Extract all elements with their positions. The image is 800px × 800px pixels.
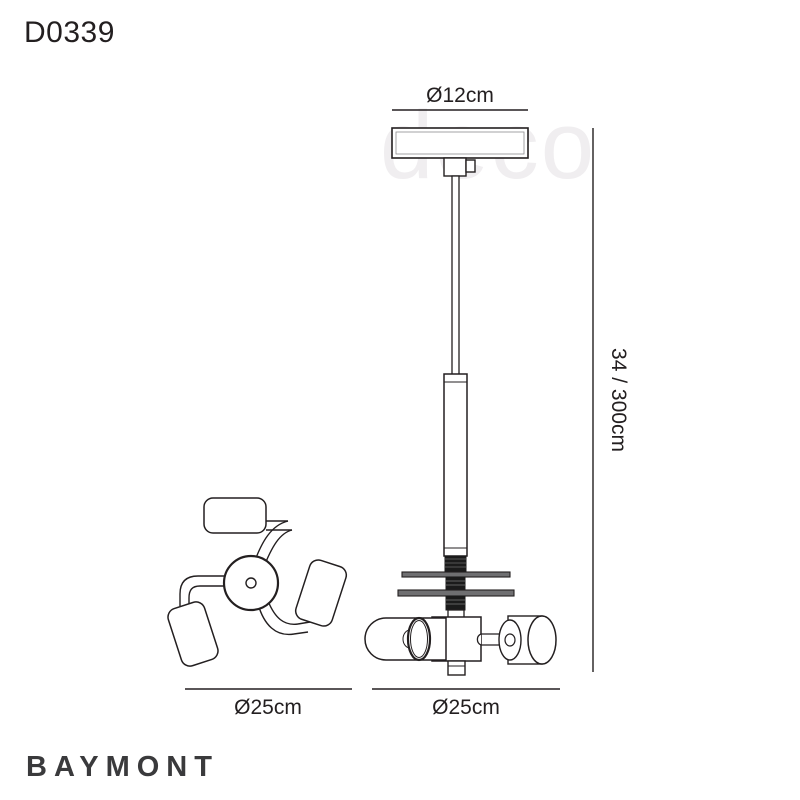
drop-height-dimension: 34 / 300cm — [592, 128, 630, 672]
ceiling-connector-block — [443, 157, 467, 177]
upper-cross-plate — [401, 571, 511, 578]
plan-arm-3-cap-b — [297, 621, 311, 625]
left-spotlight-lens-inner — [410, 620, 428, 658]
plan-center-hub-hole — [245, 577, 257, 589]
plan-arm-2-edge-a — [179, 575, 232, 606]
brand-logo: BAYMONT — [26, 751, 219, 783]
ceiling-plate-dimension: Ø12cm — [392, 84, 528, 111]
plan-view-dimension-label: Ø25cm — [234, 696, 302, 719]
lower-cross-plate — [397, 589, 515, 597]
plan-view — [167, 497, 348, 667]
stem-tube — [443, 373, 468, 557]
mid-threaded-band — [445, 576, 466, 591]
product-code: D0339 — [24, 16, 115, 49]
plan-arm-3-edge-b — [267, 600, 299, 625]
suspension-rod — [451, 175, 460, 377]
plan-lamp-3 — [294, 559, 348, 627]
plan-lamp-2 — [167, 601, 219, 667]
left-spotlight-body — [364, 617, 447, 661]
connector-side-tab — [465, 159, 476, 173]
ceiling-plate-dimension-label: Ø12cm — [426, 84, 494, 107]
right-spotlight-arm-cap — [476, 633, 482, 646]
mid-band-threads — [446, 580, 465, 586]
right-spotlight-hub-hole — [504, 633, 516, 647]
front-elevation-view — [364, 127, 557, 676]
drop-height-dimension-label: 34 / 300cm — [607, 348, 630, 452]
plan-view-dimension: Ø25cm — [185, 688, 352, 719]
upper-threaded-collar — [444, 555, 467, 573]
upper-collar-threads — [445, 558, 466, 568]
lower-collar-threads — [446, 599, 465, 605]
plan-lamp-1 — [203, 497, 267, 534]
right-spotlight-outer-ring — [527, 615, 557, 665]
lower-threaded-collar — [445, 595, 466, 611]
plan-arm-3-cap-a — [293, 631, 309, 635]
front-view-dimension: Ø25cm — [372, 688, 560, 719]
plan-arm-2-edge-b — [188, 585, 232, 610]
left-spotlight — [364, 616, 447, 662]
plan-arm-3-edge-a — [257, 603, 295, 636]
front-view-dimension-label: Ø25cm — [432, 696, 500, 719]
bottom-finial — [447, 660, 466, 676]
ceiling-plate-inner-edge — [395, 131, 525, 155]
right-spotlight — [476, 615, 557, 665]
